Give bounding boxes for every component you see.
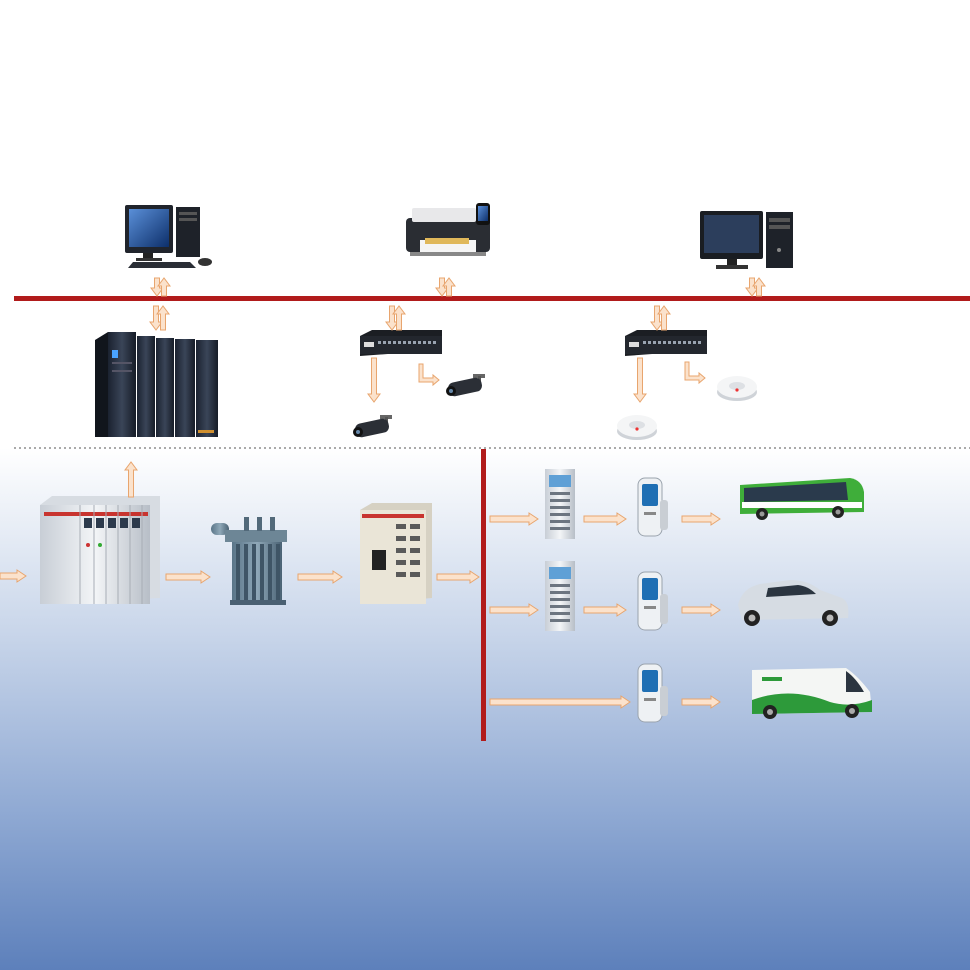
charging-pile-icon (638, 572, 668, 630)
smoke-detector-icon (617, 415, 657, 440)
desktop-computer-icon (125, 205, 212, 268)
smoke-detector-icon (717, 376, 757, 401)
flow-arrow (368, 358, 380, 402)
electric-bus-icon (740, 478, 864, 520)
flow-arrow (682, 696, 720, 708)
flow-arrow (685, 362, 705, 383)
printer-icon (406, 203, 490, 256)
flow-arrow (419, 364, 439, 385)
charging-bus-line (481, 449, 486, 741)
power-transformer-icon (211, 517, 287, 605)
flow-arrow (125, 462, 137, 497)
flow-arrow (584, 604, 626, 616)
network-switch-icon (625, 330, 707, 356)
network-switch-icon (360, 330, 442, 356)
low-voltage-distribution-cabinet-icon (360, 503, 432, 604)
security-camera-icon (353, 415, 392, 438)
charging-cabinet-icon (545, 469, 575, 539)
flow-arrow (166, 571, 210, 583)
security-camera-icon (446, 374, 485, 397)
high-voltage-switchgear-icon (40, 496, 160, 604)
electric-van-icon (752, 668, 872, 719)
flow-arrow (490, 513, 538, 525)
server-cabinet-icon (95, 332, 218, 437)
flow-arrow (490, 696, 630, 708)
charging-pile-icon (638, 664, 668, 722)
flow-arrow (682, 513, 720, 525)
flow-arrow (298, 571, 342, 583)
flow-arrow (634, 358, 646, 402)
ethernet-bus-line (14, 296, 970, 301)
flow-arrow (490, 604, 538, 616)
workstation-computer-icon (700, 211, 793, 269)
flow-arrow (0, 570, 26, 582)
electric-car-icon (738, 580, 848, 626)
flow-arrow (584, 513, 626, 525)
charging-pile-icon (638, 478, 668, 536)
flow-arrow (437, 571, 479, 583)
charging-cabinet-icon (545, 561, 575, 631)
flow-arrow (682, 604, 720, 616)
